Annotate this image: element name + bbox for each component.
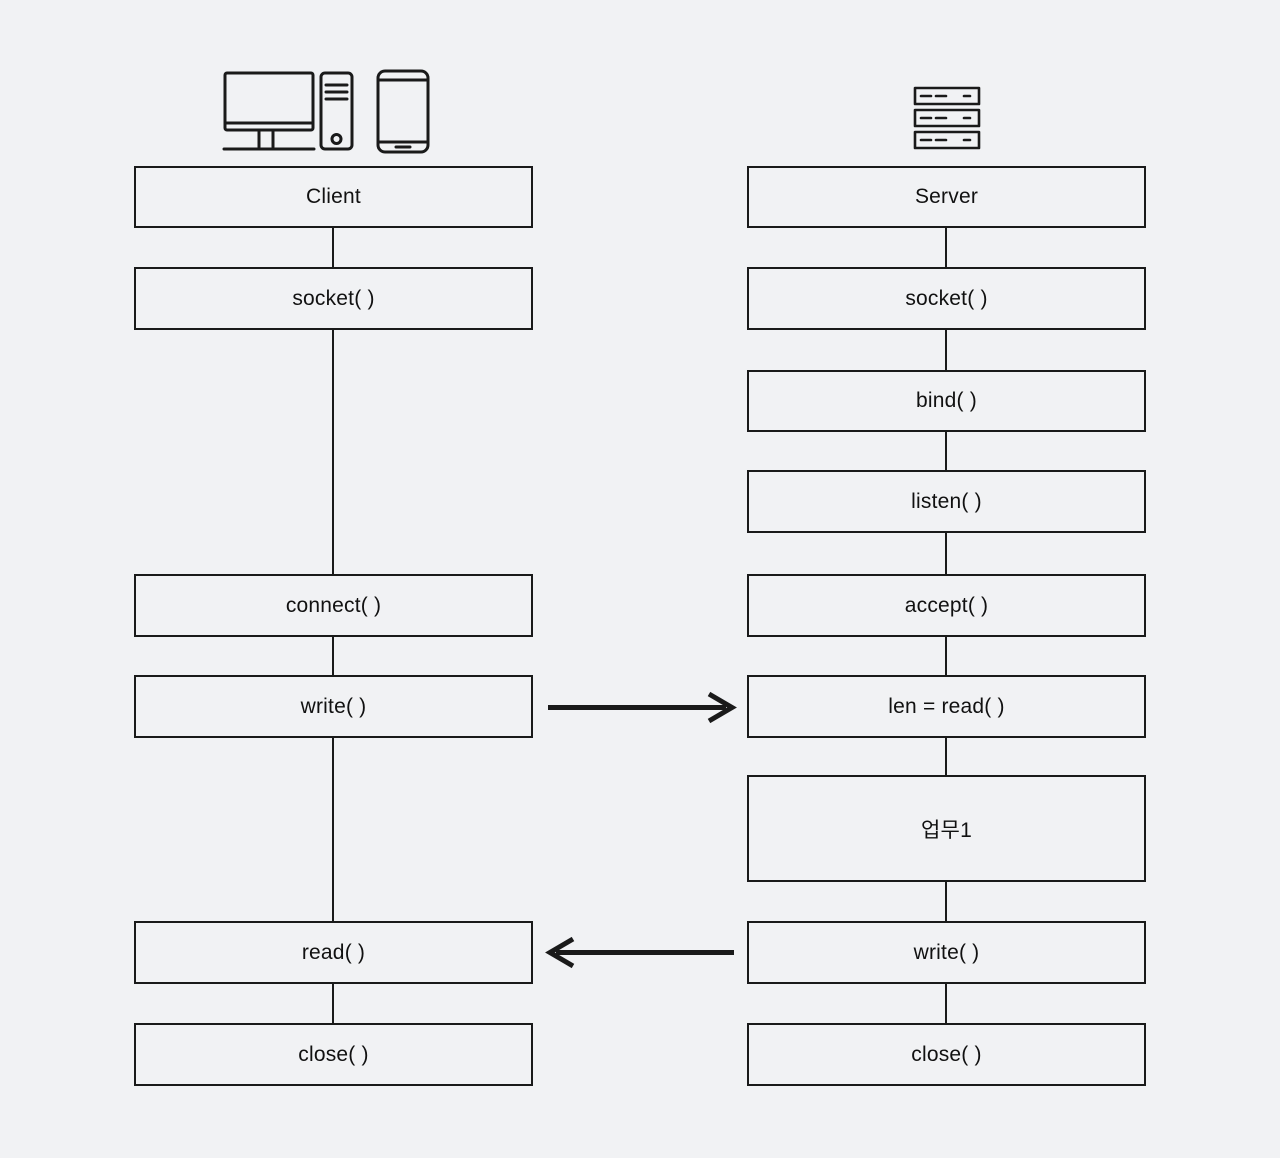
- connector-line: [945, 637, 947, 675]
- server-listen-box: listen( ): [747, 470, 1146, 533]
- connector-line: [332, 637, 334, 675]
- connector-line: [945, 984, 947, 1023]
- server-close-box: close( ): [747, 1023, 1146, 1086]
- connector-line: [332, 228, 334, 267]
- arrow-left-icon: [545, 936, 734, 969]
- server-len-read-box: len = read( ): [747, 675, 1146, 738]
- connector-line: [945, 330, 947, 370]
- client-socket-box: socket( ): [134, 267, 533, 330]
- connector-line: [332, 330, 334, 574]
- server-accept-box: accept( ): [747, 574, 1146, 637]
- server-title-box: Server: [747, 166, 1146, 228]
- arrow-right-icon: [548, 691, 737, 724]
- server-rack-icon: [913, 86, 981, 150]
- connector-line: [332, 984, 334, 1023]
- connector-line: [332, 738, 334, 921]
- server-socket-box: socket( ): [747, 267, 1146, 330]
- server-task1-box: 업무1: [747, 775, 1146, 882]
- server-write-box: write( ): [747, 921, 1146, 984]
- client-close-box: close( ): [134, 1023, 533, 1086]
- connector-line: [945, 738, 947, 775]
- client-title-box: Client: [134, 166, 533, 228]
- client-read-box: read( ): [134, 921, 533, 984]
- connector-line: [945, 432, 947, 470]
- connector-line: [945, 533, 947, 574]
- client-devices-icon: [222, 69, 430, 154]
- client-write-box: write( ): [134, 675, 533, 738]
- client-connect-box: connect( ): [134, 574, 533, 637]
- connector-line: [945, 882, 947, 921]
- connector-line: [945, 228, 947, 267]
- server-bind-box: bind( ): [747, 370, 1146, 432]
